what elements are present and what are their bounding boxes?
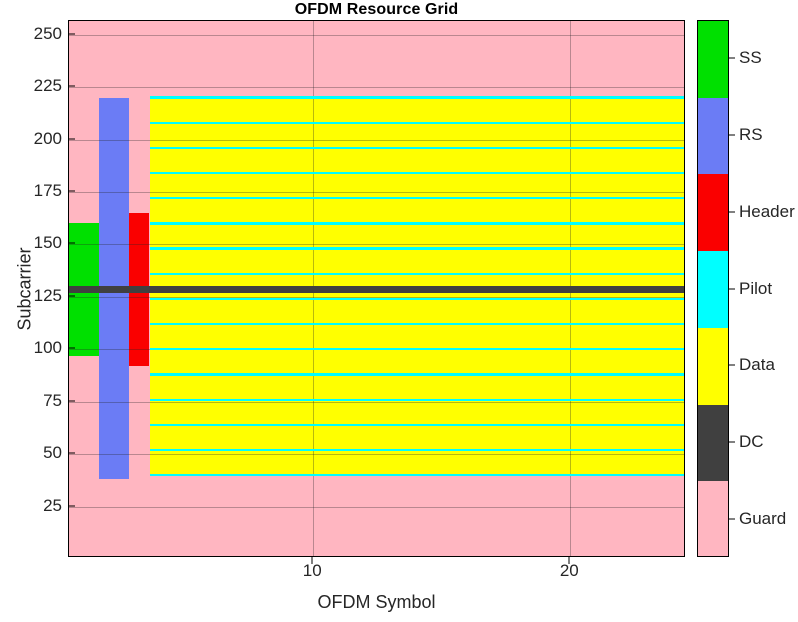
colorbar-label-dc: DC — [739, 431, 764, 451]
pilot-row — [150, 247, 684, 250]
colorbar-segment-pilot — [698, 251, 728, 329]
colorbar-tick-mark — [729, 288, 735, 289]
x-axis-tick-label: 20 — [559, 561, 579, 580]
colorbar-tick-mark — [729, 134, 735, 136]
pilot-row — [150, 373, 684, 376]
plot-area[interactable] — [68, 20, 685, 557]
y-axis-tick-mark — [68, 295, 75, 297]
page-title: OFDM Resource Grid — [294, 1, 459, 18]
y-axis-tick-mark — [68, 452, 75, 454]
y-axis-tick-mark — [68, 505, 75, 507]
colorbar-label-data: Data — [739, 355, 775, 375]
colorbar-label-rs: RS — [739, 125, 763, 145]
resource-grid-canvas — [69, 21, 684, 556]
y-axis-tick-label: 125 — [33, 285, 62, 305]
colorbar-segment-rs — [698, 97, 728, 175]
y-axis-tick-label: 225 — [33, 76, 62, 96]
y-axis-tick-label: 200 — [33, 128, 62, 148]
y-axis-tick-mark — [68, 33, 75, 35]
pilot-row — [150, 348, 684, 351]
colorbar-tick-mark — [729, 441, 735, 443]
y-axis-tick-mark — [68, 347, 75, 349]
colorbar-tick-mark — [729, 364, 735, 366]
y-axis-tick-label: 100 — [33, 338, 62, 358]
colorbar-segment-header — [698, 174, 728, 252]
colorbar-segment-guard — [698, 481, 728, 556]
pilot-row — [150, 272, 684, 275]
colorbar[interactable] — [697, 20, 729, 557]
colorbar-label-ss: SS — [739, 48, 762, 68]
colorbar-label-pilot: Pilot — [739, 278, 773, 298]
y-axis-tick-mark — [68, 138, 75, 140]
colorbar-label-guard: Guard — [739, 508, 787, 528]
y-axis-ticklabels: 25 50 75 100 125 150 175 200 225 250 — [0, 20, 62, 557]
y-axis-tick-mark — [68, 190, 75, 192]
pilot-row — [150, 323, 684, 326]
pilot-row — [150, 121, 684, 124]
y-axis-tick-label: 75 — [43, 390, 62, 410]
x-axis-tick-label: 10 — [302, 561, 322, 580]
pilot-row — [150, 146, 684, 149]
y-axis-tick-mark — [68, 242, 75, 244]
x-axis-label: OFDM Symbol — [317, 592, 436, 612]
y-axis-tick-mark — [68, 85, 75, 87]
y-axis-tick-label: 50 — [43, 443, 62, 463]
pilot-row — [150, 197, 684, 200]
dc-subcarrier-line — [69, 286, 684, 293]
colorbar-segment-ss — [698, 21, 728, 99]
colorbar-label-header: Header — [739, 201, 795, 221]
colorbar-tick-mark — [729, 57, 735, 59]
x-axis-tick-mark — [311, 557, 313, 564]
pilot-row — [150, 171, 684, 175]
y-axis-tick-label: 175 — [33, 180, 62, 200]
colorbar-segment-data — [698, 327, 728, 406]
pilot-row — [150, 423, 684, 426]
colorbar-segment-dc — [698, 404, 728, 482]
colorbar-tick-mark — [729, 211, 735, 213]
pilot-row — [150, 222, 684, 225]
pilot-row — [150, 474, 684, 477]
x-axis-tick-mark — [568, 557, 570, 564]
pilot-row — [150, 398, 684, 401]
pilot-row — [150, 448, 684, 452]
colorbar-tick-mark — [729, 518, 735, 520]
pilot-row — [150, 297, 684, 301]
y-axis-tick-label: 150 — [33, 233, 62, 253]
y-axis-tick-label: 250 — [33, 23, 62, 43]
y-axis-tick-mark — [68, 400, 75, 402]
pilot-row — [150, 96, 684, 99]
y-axis-tick-label: 25 — [43, 495, 62, 515]
